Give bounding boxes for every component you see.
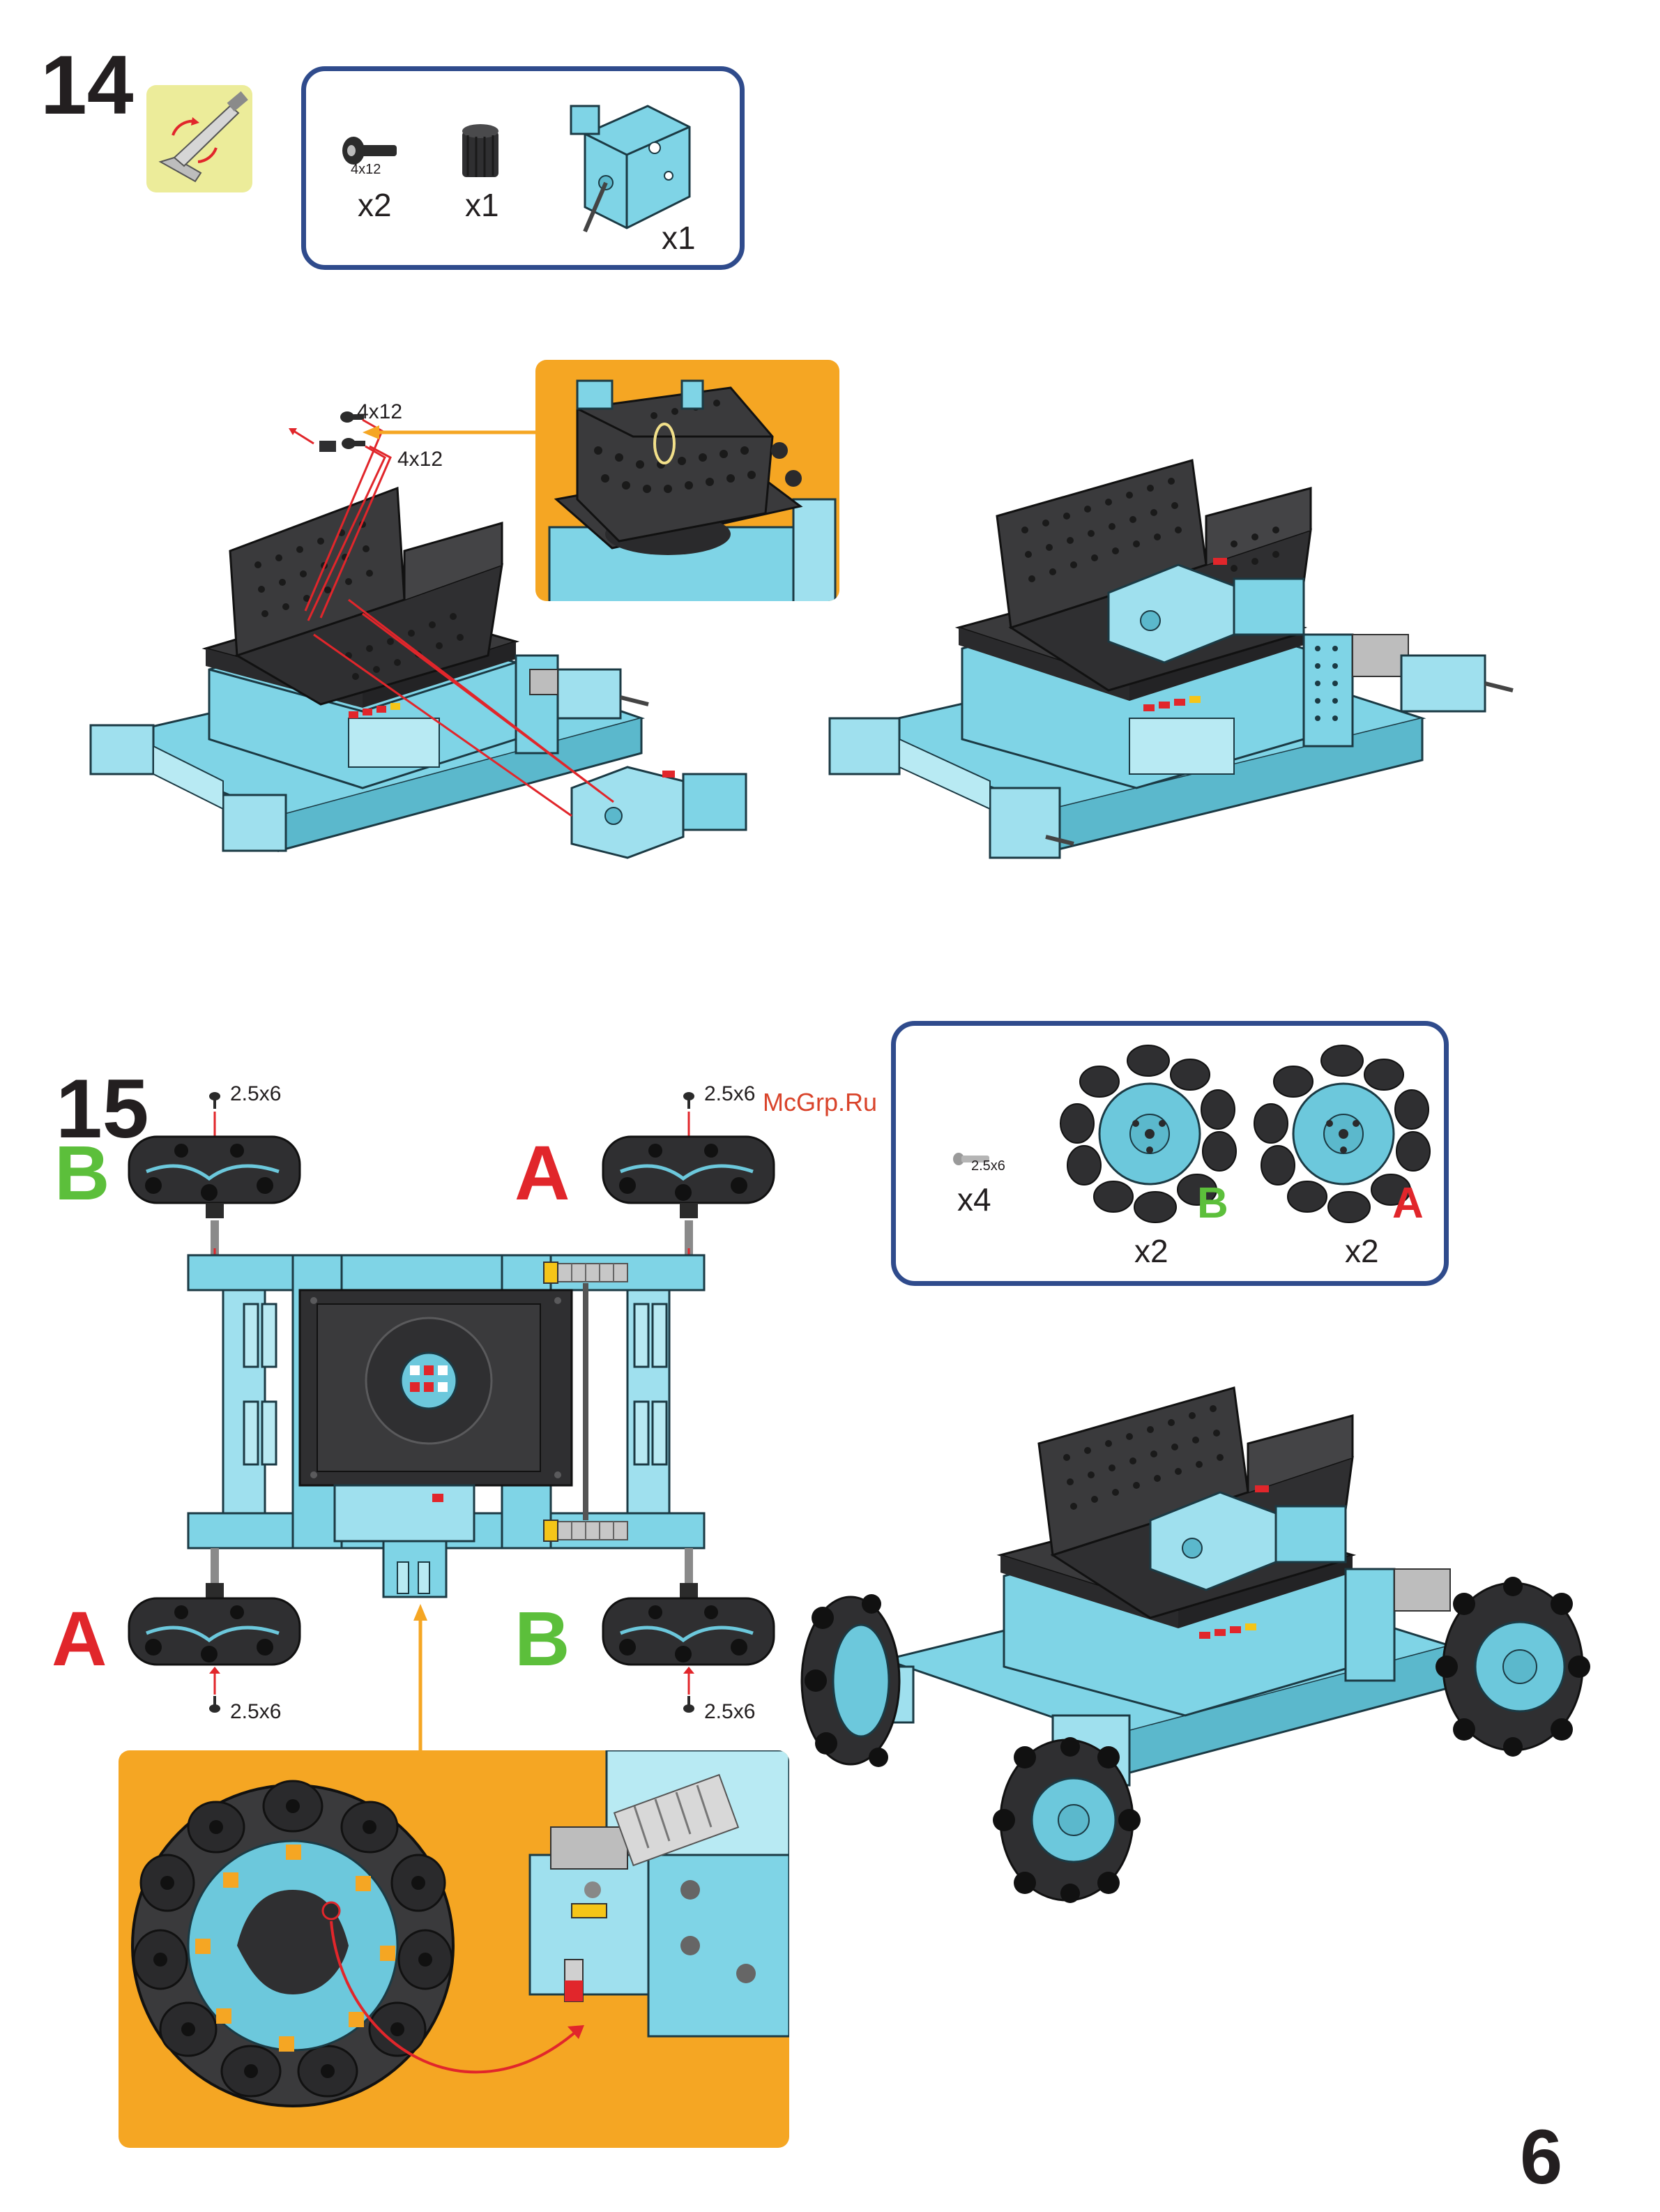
step-15-detail-box xyxy=(119,1750,789,2148)
wheel-side-bottom-left xyxy=(129,1583,300,1665)
small-screw-qty: x4 xyxy=(957,1181,991,1218)
detail-pointer-vertical xyxy=(410,1604,431,1757)
wheel-side-bottom-right xyxy=(603,1583,774,1665)
iso-wheel-front xyxy=(993,1737,1141,1903)
hex-key-tool-icon xyxy=(146,85,252,192)
iso-wheel-right xyxy=(1436,1577,1590,1757)
page-number: 6 xyxy=(1520,2113,1562,2202)
watermark: McGrp.Ru xyxy=(763,1088,877,1117)
wheel-tag-bottom-left: A xyxy=(52,1601,107,1678)
step-14-assembled-result xyxy=(816,391,1534,921)
callout-screw-label-2: 4x12 xyxy=(397,448,443,471)
motor-qty: x1 xyxy=(662,219,696,257)
screw-size-label: 4x12 xyxy=(351,162,381,178)
wheel-a-qty: x2 xyxy=(1345,1232,1379,1270)
callout-screws xyxy=(289,411,365,452)
iso-wheel-left xyxy=(802,1594,899,1767)
wheel-side-top-left xyxy=(129,1137,300,1218)
wheel-b-tag: B xyxy=(1197,1182,1228,1225)
wheel-tag-top-left: B xyxy=(54,1135,109,1212)
callout-screw-label-1: 4x12 xyxy=(357,400,402,424)
gear-qty: x1 xyxy=(465,186,499,224)
gear-icon xyxy=(458,121,503,183)
detail-pointer-arrow xyxy=(363,425,544,439)
small-screw-size: 2.5x6 xyxy=(971,1158,1005,1174)
step-15-assembled-result xyxy=(795,1367,1610,1911)
screw-qty: x2 xyxy=(358,186,392,224)
step-15-top-view xyxy=(125,1081,753,1722)
wheel-side-top-right xyxy=(603,1137,774,1218)
step-14-parts-box: 4x12 x2 x1 x1 xyxy=(301,66,745,270)
wheel-b-qty: x2 xyxy=(1134,1232,1168,1270)
step-14-detail-box xyxy=(535,360,839,601)
step-15-parts-box: 2.5x6 x4 B x2 A x2 xyxy=(891,1021,1449,1286)
wheel-a-tag: A xyxy=(1392,1182,1424,1225)
step-14-number: 14 xyxy=(40,43,133,127)
